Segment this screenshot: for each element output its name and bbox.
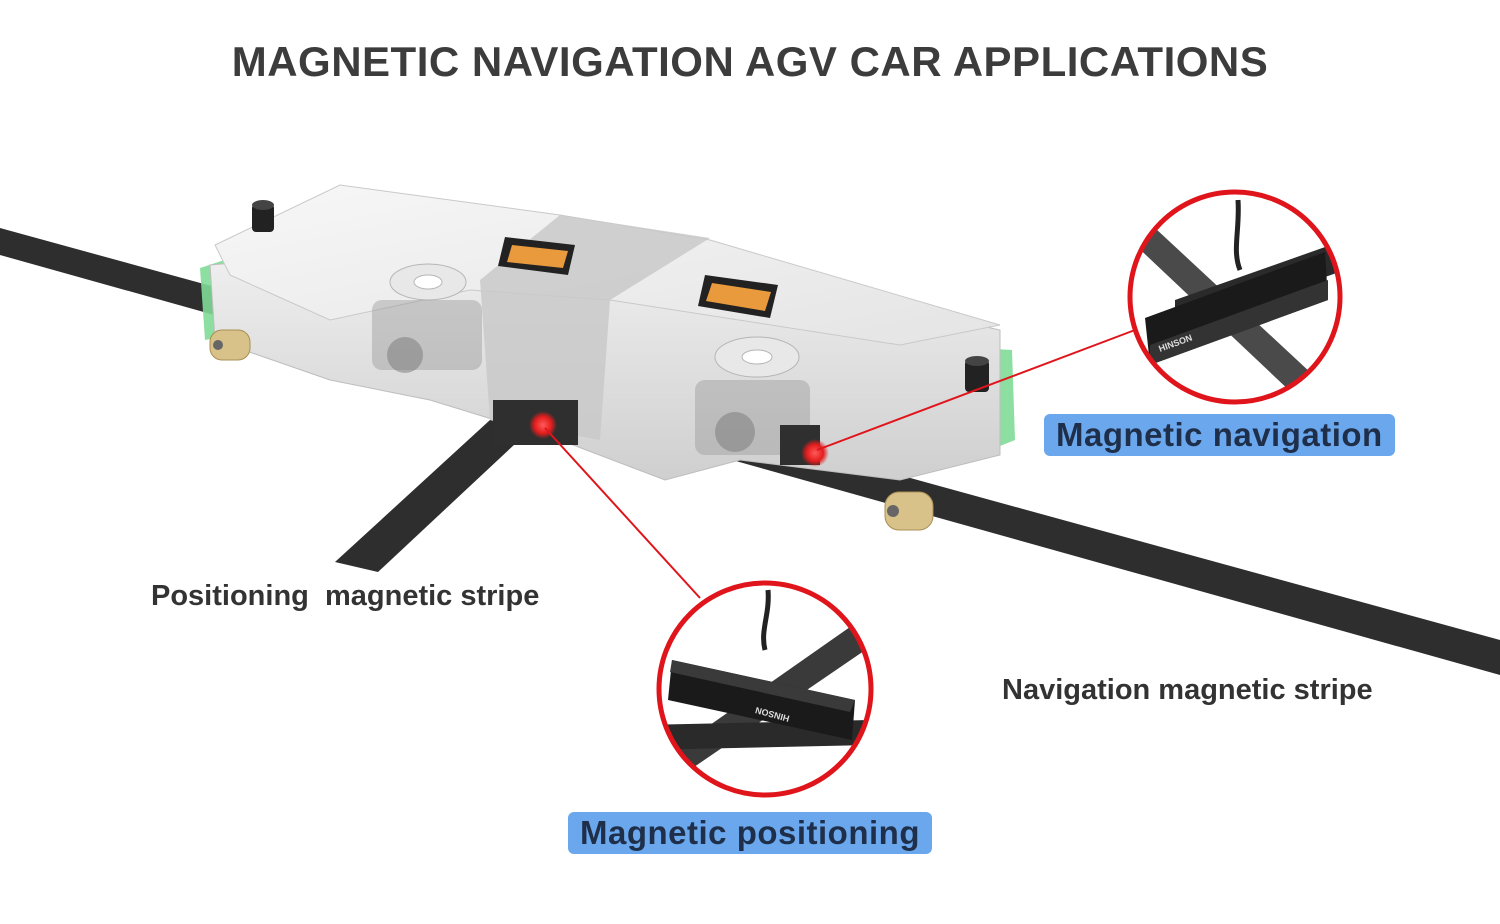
navigation-leader-line [816, 329, 1136, 451]
magnetic-positioning-badge: Magnetic positioning [568, 812, 932, 854]
connector-icon [698, 275, 778, 318]
positioning-zoom-callout: HINSON [656, 580, 874, 798]
page-title: MAGNETIC NAVIGATION AGV CAR APPLICATIONS [231, 38, 1269, 85]
positioning-magnetic-stripe [335, 420, 530, 572]
positioning-stripe-label: Positioning magnetic stripe [151, 580, 540, 612]
navigation-sensor-marker [801, 439, 829, 467]
lidar-knob-right [965, 356, 989, 392]
caster-wheel [209, 329, 251, 361]
caster-wheel [884, 491, 934, 531]
drive-unit-right [695, 336, 810, 455]
navigation-stripe-label: Navigation magnetic stripe [1002, 674, 1373, 706]
agv-car [200, 184, 1015, 531]
positioning-leader-line [544, 427, 701, 599]
connector-icon [498, 237, 575, 275]
navigation-zoom-callout: HINSON [1127, 189, 1343, 405]
magnetic-navigation-badge: Magnetic navigation [1044, 414, 1395, 456]
drive-unit-left [372, 263, 482, 373]
lidar-knob-left [252, 200, 274, 232]
positioning-sensor-marker [529, 411, 557, 439]
